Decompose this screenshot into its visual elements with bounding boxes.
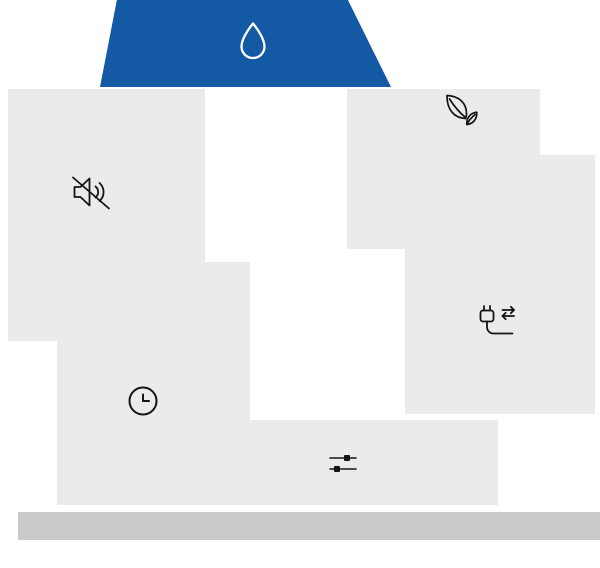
clock-icon[interactable] — [126, 384, 160, 418]
bottom-bar — [18, 512, 600, 540]
panel-power — [405, 155, 595, 414]
leaf-icon[interactable] — [438, 92, 478, 128]
header-banner — [100, 0, 391, 87]
panel-options — [205, 420, 498, 505]
water-drop-icon[interactable] — [236, 20, 270, 64]
plug-swap-icon[interactable] — [476, 302, 518, 342]
speaker-muted-icon[interactable] — [68, 172, 114, 212]
sliders-icon[interactable] — [328, 452, 358, 476]
